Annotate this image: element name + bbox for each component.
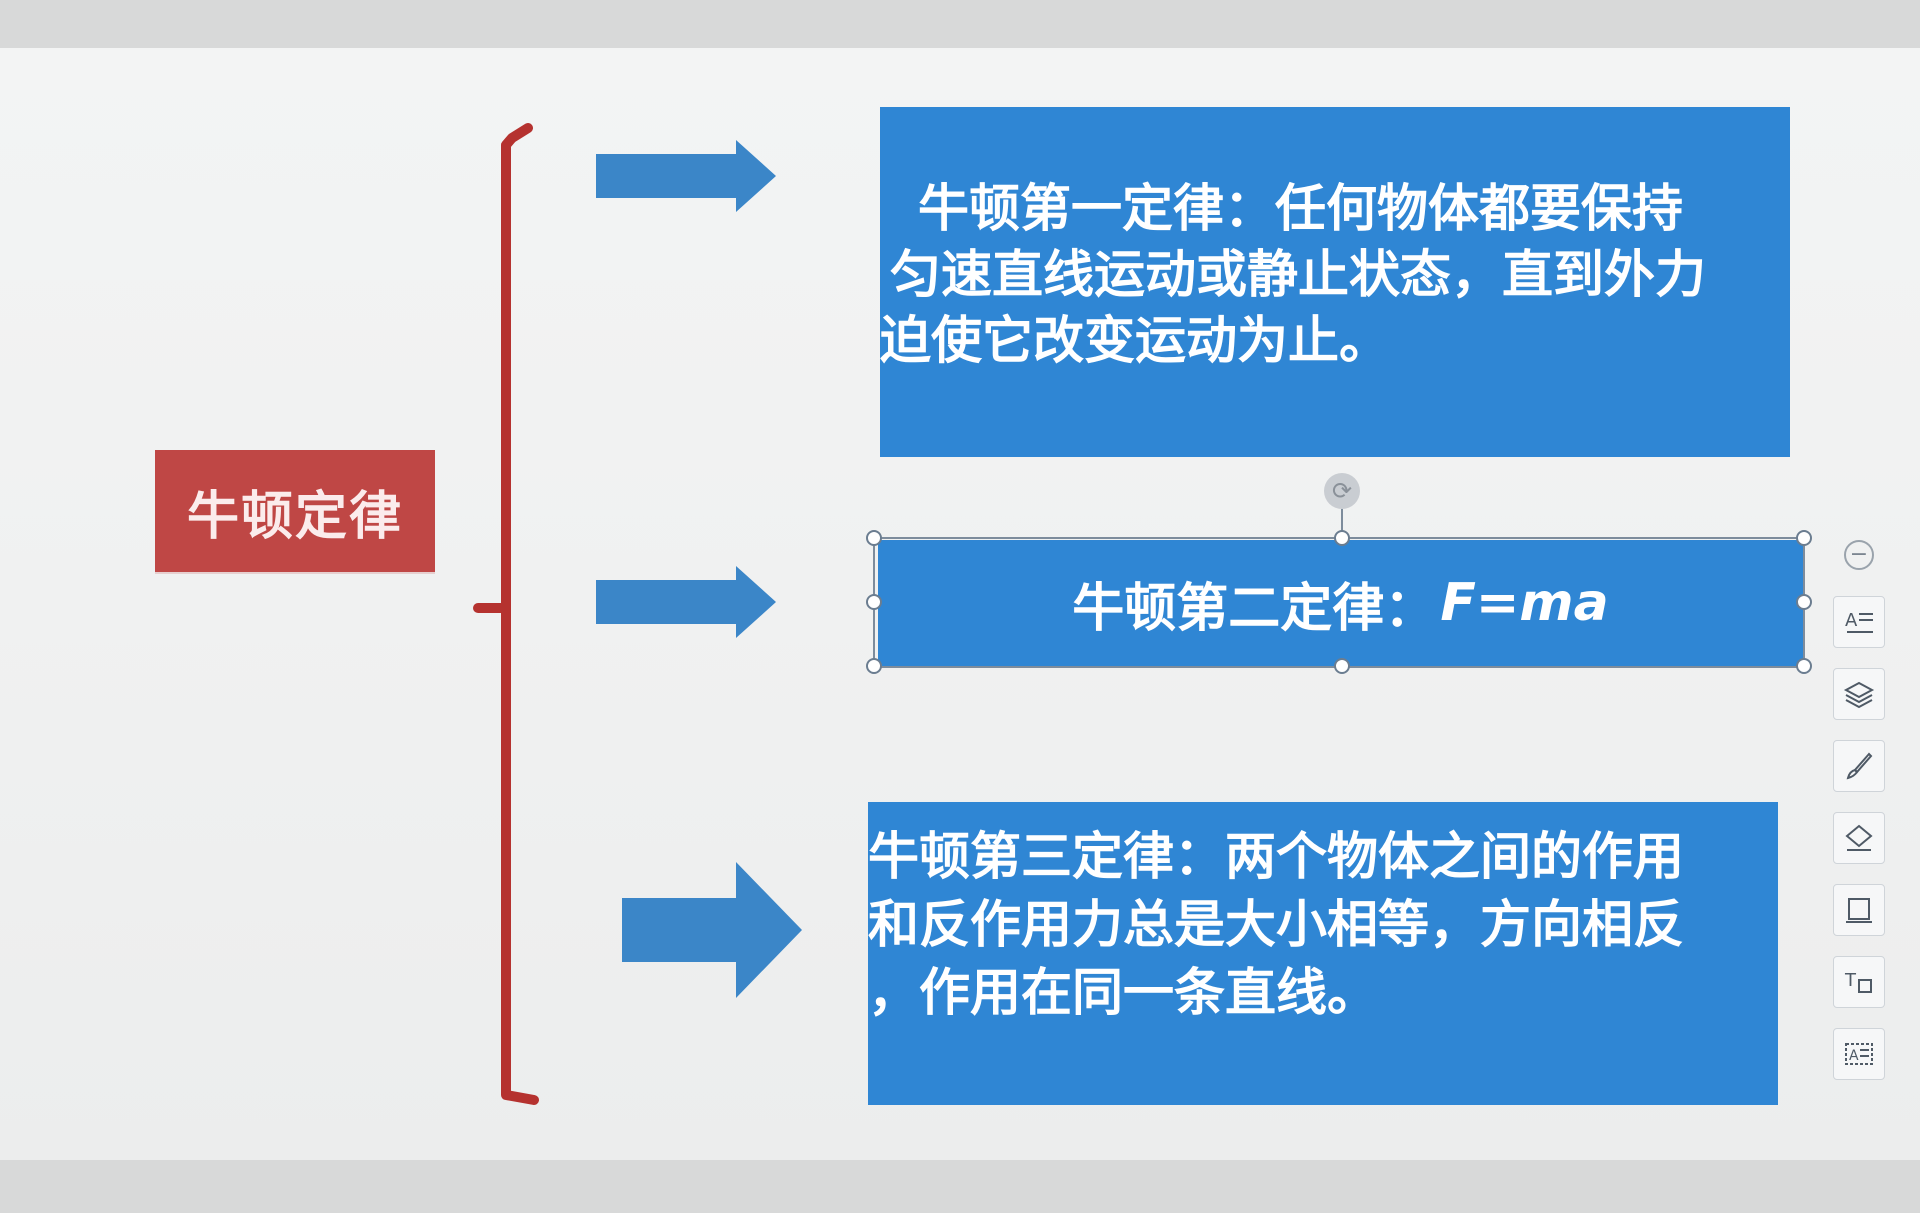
text-box-icon: T (1844, 970, 1872, 993)
floating-toolbar: − A T (1832, 540, 1886, 1080)
svg-text:A: A (1849, 1048, 1859, 1064)
resize-handle-top-right[interactable] (1796, 530, 1812, 546)
title-text: 牛顿定律 (186, 486, 403, 547)
fill-button[interactable] (1833, 812, 1885, 864)
fill-icon (1845, 824, 1873, 851)
law2-box[interactable]: 牛顿第二定律： F=ma (878, 540, 1803, 666)
text-wrap-icon: A (1845, 1043, 1873, 1065)
svg-text:T: T (1844, 970, 1857, 991)
text-box-button[interactable]: T (1833, 956, 1885, 1008)
layers-icon (1843, 681, 1875, 709)
resize-handle-top[interactable] (1334, 530, 1350, 546)
rotate-handle[interactable]: ⟳ (1324, 473, 1360, 509)
law3-line-2: 和反作用力总是大小相等，方向相反 (868, 896, 1685, 955)
law3-line-1: 牛顿第三定律：两个物体之间的作用 (868, 828, 1685, 887)
collapse-icon[interactable]: − (1844, 540, 1874, 570)
rotate-icon: ⟳ (1331, 477, 1353, 505)
resize-handle-left[interactable] (866, 594, 882, 610)
resize-handle-top-left[interactable] (866, 530, 882, 546)
title-box[interactable]: 牛顿定律 (155, 450, 435, 572)
law3-box[interactable]: 牛顿第三定律：两个物体之间的作用 和反作用力总是大小相等，方向相反 ，作用在同一… (868, 802, 1778, 1105)
svg-text:A: A (1845, 610, 1858, 631)
law1-line-3: 迫使它改变运动为止。 (880, 312, 1391, 371)
resize-handle-bottom-left[interactable] (866, 658, 882, 674)
layers-button[interactable] (1833, 668, 1885, 720)
text-style-button[interactable]: A (1833, 596, 1885, 648)
frame-button[interactable] (1833, 884, 1885, 936)
resize-handle-bottom[interactable] (1334, 658, 1350, 674)
law2-formula: F=ma (1440, 573, 1609, 633)
brush-icon (1846, 752, 1873, 780)
frame-icon (1846, 898, 1872, 923)
law1-line-1: 牛顿第一定律：任何物体都要保持 (918, 180, 1684, 239)
text-wrap-button[interactable]: A (1833, 1028, 1885, 1080)
resize-handle-right[interactable] (1796, 594, 1812, 610)
law2-label: 牛顿第二定律： (1072, 578, 1437, 639)
brush-button[interactable] (1833, 740, 1885, 792)
text-style-icon: A (1845, 610, 1873, 633)
law1-line-2: 匀速直线运动或静止状态，直到外力 (890, 246, 1707, 305)
resize-handle-bottom-right[interactable] (1796, 658, 1812, 674)
law1-box[interactable]: 牛顿第一定律：任何物体都要保持 匀速直线运动或静止状态，直到外力 迫使它改变运动… (880, 107, 1790, 457)
law3-line-3: ，作用在同一条直线。 (868, 964, 1379, 1023)
